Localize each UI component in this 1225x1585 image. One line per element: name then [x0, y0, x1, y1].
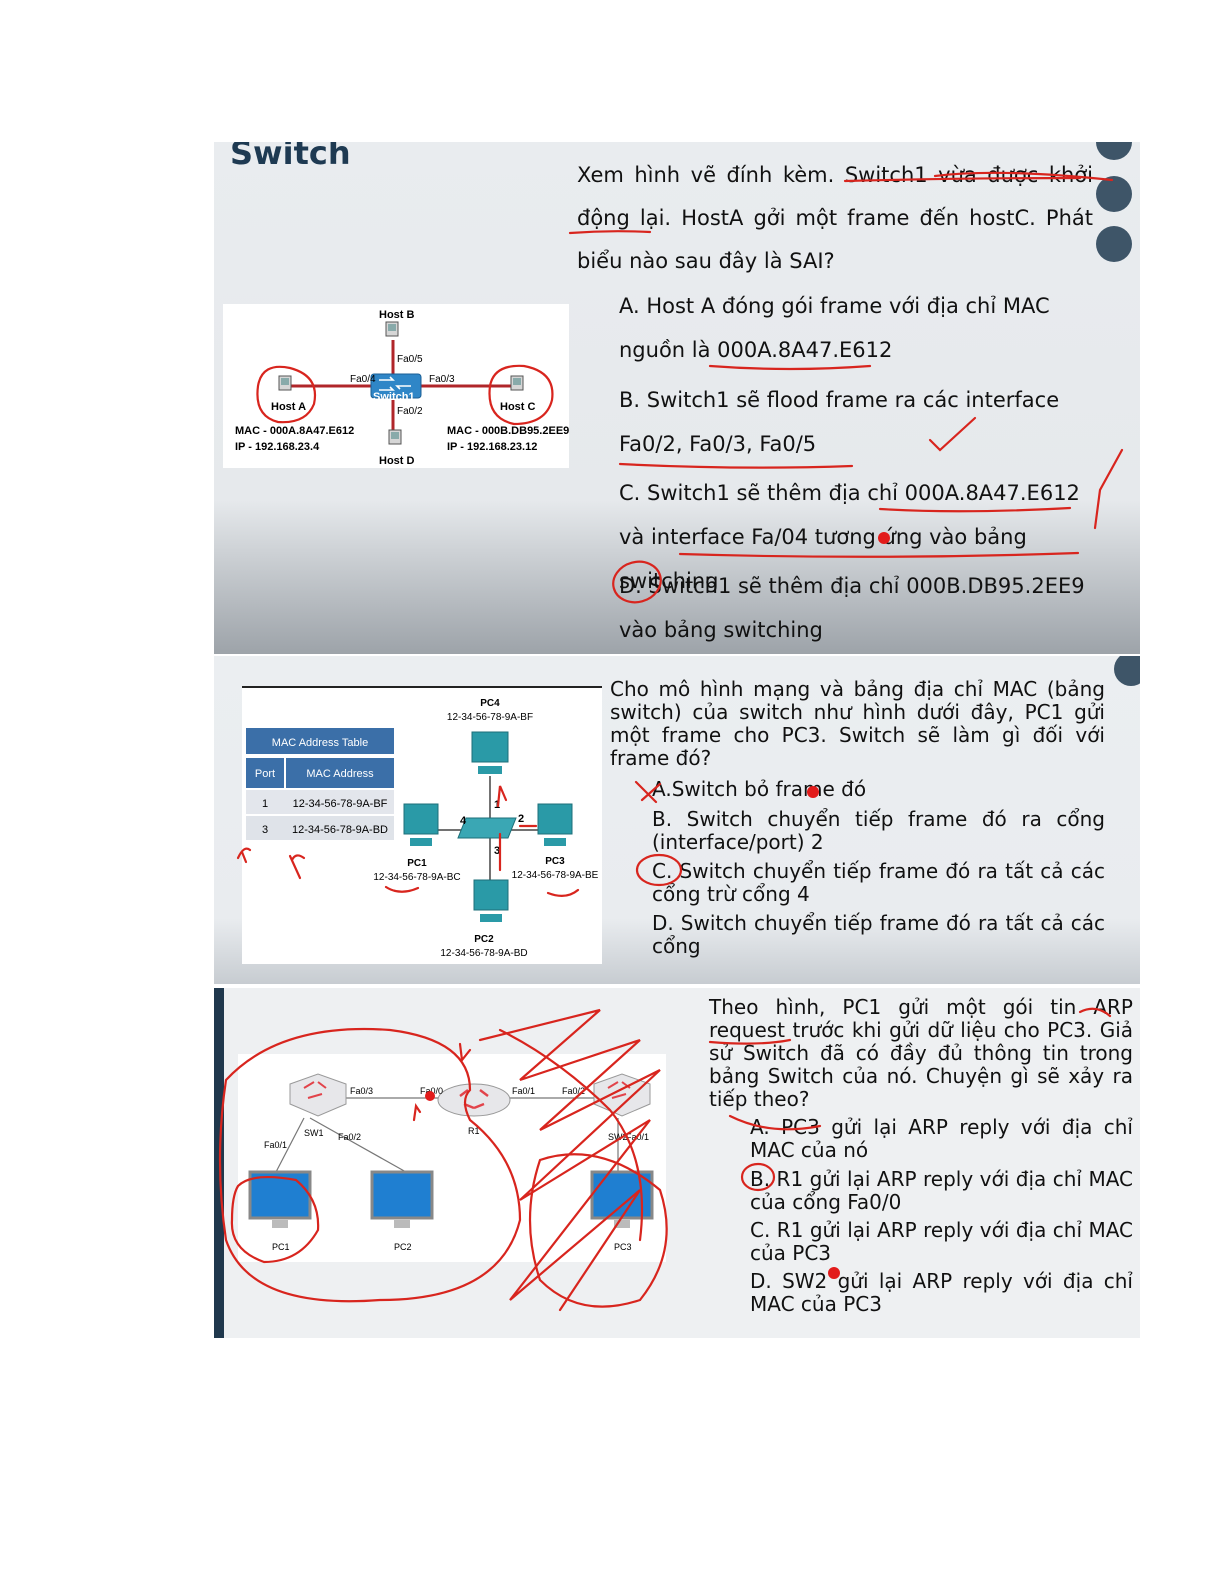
computer-icon — [473, 879, 509, 922]
sw1-label: SW1 — [304, 1128, 324, 1138]
question-text: Theo hình, PC1 gửi một gói tin ARP reque… — [709, 995, 1133, 1111]
pc4-label: PC4 — [480, 698, 500, 709]
pc1-mac: 12-34-56-78-9A-BC — [373, 872, 460, 883]
host-c-mac: MAC - 000B.DB95.2EE9 — [447, 425, 569, 437]
computer-icon — [388, 429, 402, 445]
computer-icon — [278, 375, 292, 391]
pc3-label: PC3 — [614, 1242, 632, 1252]
fa05-label: Fa0/5 — [397, 354, 423, 365]
r1-label: R1 — [468, 1126, 480, 1136]
question-text: Cho mô hình mạng và bảng địa chỉ MAC (bả… — [610, 677, 1105, 770]
arp-network-diagram: Fa0/3 Fa0/0 Fa0/1 Fa0/2 Fa0/2 Fa0/1 Fa0/… — [238, 1054, 666, 1262]
mac-table-cell: 12-34-56-78-9A-BF — [293, 798, 388, 810]
pc3-label: PC3 — [545, 856, 565, 867]
computer-icon — [403, 803, 439, 846]
mac-address-table: MAC Address Table Port MAC Address 1 12-… — [246, 728, 394, 840]
arp-network-diagram-svg: Fa0/3 Fa0/0 Fa0/1 Fa0/2 Fa0/2 Fa0/1 Fa0/… — [248, 1073, 654, 1252]
mac-table-cell: 1 — [262, 798, 268, 810]
router-icon — [437, 1083, 511, 1117]
decor-dot — [1096, 142, 1132, 160]
computer-icon — [537, 803, 573, 846]
option-c: C. Switch1 sẽ thêm địa chỉ 000A.8A47.E61… — [619, 481, 1080, 593]
option-d: D. Switch1 sẽ thêm địa chỉ 000B.DB95.2EE… — [619, 574, 1085, 642]
monitor-icon — [590, 1170, 654, 1228]
option-b: B. Switch chuyển tiếp frame đó ra cổng (… — [652, 807, 1105, 854]
switch-icon — [593, 1073, 651, 1117]
host-b-label: Host B — [379, 309, 415, 321]
option-d: D. SW2 gửi lại ARP reply với địa chỉ MAC… — [750, 1269, 1133, 1316]
mac-table-diagram: MAC Address Table Port MAC Address 1 12-… — [242, 686, 602, 964]
host-d-label: Host D — [379, 455, 415, 467]
sw1-fa01-label: Fa0/1 — [264, 1140, 287, 1150]
fa02-label: Fa0/2 — [397, 406, 423, 417]
port-2-label: 2 — [518, 813, 524, 825]
option-a: A.Switch bỏ frame đó — [652, 777, 867, 801]
sw2-fa02-label: Fa0/2 — [562, 1086, 585, 1096]
question-text: Xem hình vẽ đính kèm. Switch1 vừa được k… — [577, 163, 1093, 273]
decor-dot — [1096, 176, 1132, 212]
sw2-label: SW2 — [608, 1132, 628, 1142]
slide-switch-question: Switch Xem hình vẽ đính kèm. Switch1 vừa… — [214, 142, 1140, 654]
monitor-icon — [248, 1170, 312, 1228]
mac-table-header-port: Port — [255, 768, 275, 780]
slide-title: Switch — [230, 142, 351, 172]
sw1-fa03-label: Fa0/3 — [350, 1086, 373, 1096]
mac-table-title: MAC Address Table — [272, 737, 368, 749]
network-diagram-svg: Host B Fa0/5 Fa0/4 Fa0/3 Fa0/2 Switch1 H… — [235, 309, 569, 467]
computer-icon — [385, 321, 399, 337]
r1-fa01-label: Fa0/1 — [512, 1086, 535, 1096]
host-c-label: Host C — [500, 401, 536, 413]
port-1-label: 1 — [494, 799, 500, 811]
monitor-icon — [370, 1170, 434, 1228]
option-a: A. PC3 gửi lại ARP reply với địa chỉ MAC… — [750, 1115, 1133, 1162]
slide-arp-question: Theo hình, PC1 gửi một gói tin ARP reque… — [214, 988, 1140, 1338]
option-d: D. Switch chuyển tiếp frame đó ra tất cả… — [652, 911, 1105, 958]
fa03-label: Fa0/3 — [429, 374, 455, 385]
pc2-mac: 12-34-56-78-9A-BD — [440, 948, 527, 959]
option-a: A. Host A đóng gói frame với địa chỉ MAC… — [619, 294, 1050, 362]
option-c: C. R1 gửi lại ARP reply với địa chỉ MAC … — [750, 1218, 1133, 1265]
decor-dot — [1114, 656, 1140, 686]
host-a-label: Host A — [271, 401, 306, 413]
pc4-mac: 12-34-56-78-9A-BF — [447, 712, 533, 723]
mac-table-diagram-svg: MAC Address Table Port MAC Address 1 12-… — [246, 698, 599, 959]
port-4-label: 4 — [460, 815, 467, 827]
fa04-label: Fa0/4 — [350, 374, 376, 385]
network-diagram: Host B Fa0/5 Fa0/4 Fa0/3 Fa0/2 Switch1 H… — [223, 304, 569, 468]
slide-mac-table-question: Cho mô hình mạng và bảng địa chỉ MAC (bả… — [214, 656, 1140, 984]
pc2-label: PC2 — [474, 934, 494, 945]
switch-icon — [457, 817, 517, 839]
option-c: C. Switch chuyển tiếp frame đó ra tất cả… — [652, 859, 1105, 906]
option-b: B. Switch1 sẽ flood frame ra các interfa… — [619, 388, 1060, 456]
pc1-label: PC1 — [272, 1242, 290, 1252]
host-a-ip: IP - 192.168.23.4 — [235, 441, 320, 453]
mac-table-cell: 12-34-56-78-9A-BD — [292, 824, 388, 836]
host-c-ip: IP - 192.168.23.12 — [447, 441, 537, 453]
switch-icon — [370, 373, 422, 399]
port-3-label: 3 — [494, 845, 500, 857]
mac-table-header-mac: MAC Address — [306, 768, 374, 780]
decor-dot — [1096, 226, 1132, 262]
computer-icon — [471, 731, 509, 774]
pc1-label: PC1 — [407, 858, 427, 869]
computer-icon — [510, 375, 524, 391]
pc2-label: PC2 — [394, 1242, 412, 1252]
host-a-mac: MAC - 000A.8A47.E612 — [235, 425, 354, 437]
r1-fa00-label: Fa0/0 — [420, 1086, 443, 1096]
mac-table-cell: 3 — [262, 824, 268, 836]
sw1-fa02-label: Fa0/2 — [338, 1132, 361, 1142]
pc3-mac: 12-34-56-78-9A-BE — [512, 870, 599, 881]
option-b: B. R1 gửi lại ARP reply với địa chỉ MAC … — [750, 1167, 1133, 1214]
sw2-fa01-label: Fa0/1 — [626, 1132, 649, 1142]
switch-label: Switch1 — [373, 391, 415, 403]
switch-icon — [289, 1073, 347, 1117]
